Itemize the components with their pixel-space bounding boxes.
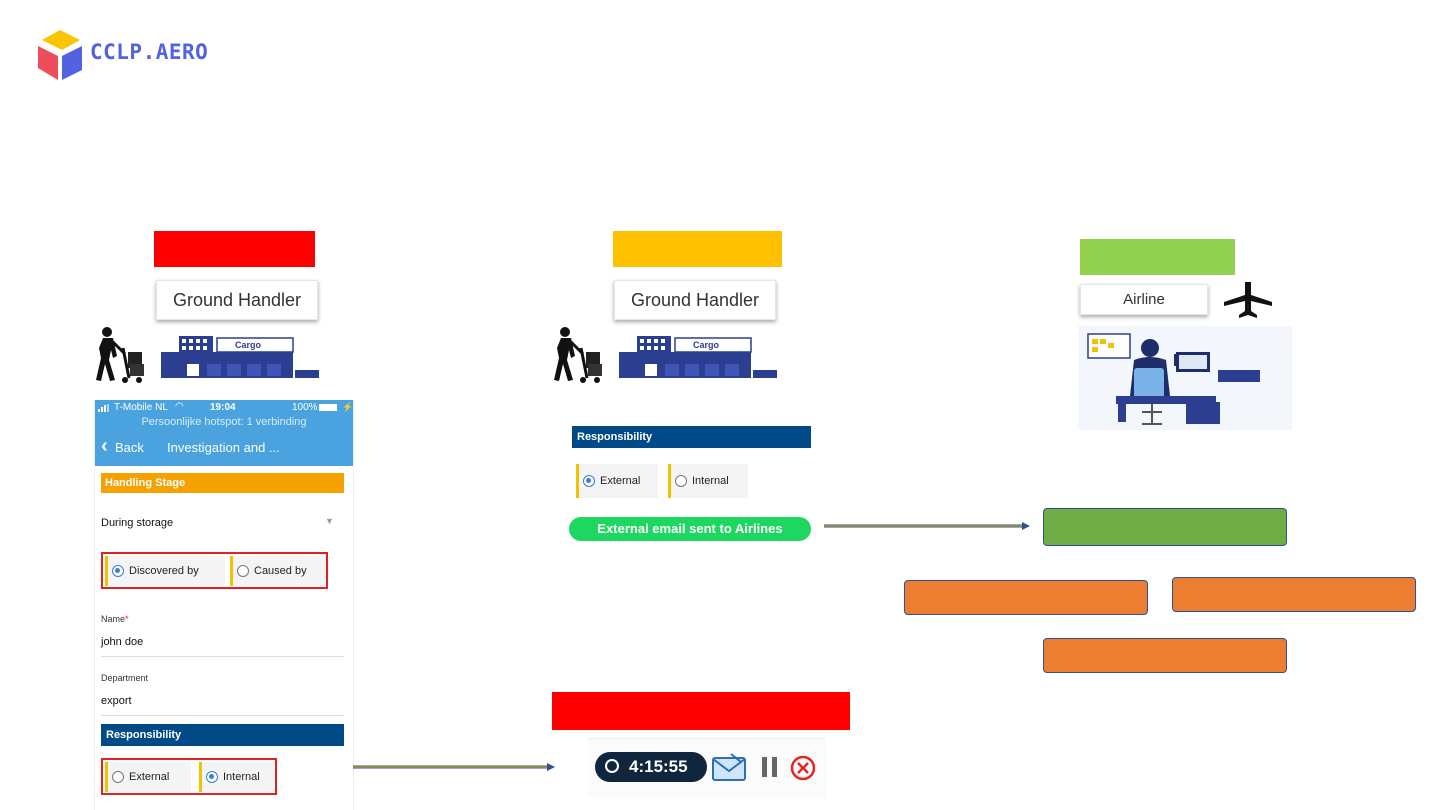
orange-process-box: [1172, 577, 1416, 612]
phone-navbar: ‹ Back Investigation and ...: [95, 430, 353, 466]
handling-stage-value[interactable]: During storage: [101, 517, 174, 529]
internal-option[interactable]: Internal: [199, 762, 274, 792]
logo-text: CCLP.AERO: [90, 40, 209, 64]
countdown-timer: 4:15:55: [595, 752, 707, 782]
middle-responsibility-header: Responsibility: [572, 426, 811, 448]
orange-process-box: [904, 580, 1148, 615]
logo-cube-icon: [38, 30, 82, 80]
screen-title: Investigation and ...: [167, 440, 280, 455]
internal-label: Internal: [223, 771, 260, 783]
radio-unselected-icon: [675, 475, 687, 487]
external-option[interactable]: External: [105, 762, 191, 792]
airline-label: Airline: [1080, 284, 1208, 315]
battery-icon: [319, 404, 337, 411]
clock-time: 19:04: [210, 402, 236, 413]
orange-process-box: [1043, 638, 1287, 673]
middle-external-label: External: [600, 475, 641, 487]
dropdown-arrow-icon[interactable]: ▼: [325, 516, 334, 526]
cargo-building-icon-middle: Cargo: [619, 336, 777, 378]
department-value[interactable]: export: [101, 695, 132, 707]
airplane-icon: [1224, 282, 1272, 318]
battery-percent: 100%: [292, 402, 318, 413]
ground-handler-label-left: Ground Handler: [156, 280, 318, 320]
clock-icon: [605, 759, 619, 773]
email-sent-badge: External email sent to Airlines: [569, 517, 811, 541]
status-bar-green: [1080, 239, 1235, 275]
chevron-left-icon[interactable]: ‹: [101, 435, 108, 457]
radio-selected-icon: [206, 771, 218, 783]
envelope-icon[interactable]: [711, 752, 747, 782]
department-label: Department: [101, 673, 149, 683]
mobile-app-screenshot: T-Mobile NL ◠ 19:04 100% ⚡ Persoonlijke …: [94, 400, 354, 810]
status-bar-red: [154, 231, 315, 267]
arrow-right-icon: [353, 763, 555, 771]
discovered-by-option[interactable]: Discovered by: [105, 556, 225, 586]
name-label: Name*: [101, 614, 129, 624]
svg-text:Cargo: Cargo: [235, 340, 262, 350]
discovered-by-label: Discovered by: [129, 565, 199, 577]
arrow-right-icon: [824, 522, 1030, 530]
office-worker-icon: [1078, 326, 1292, 430]
responsibility-header: Responsibility: [101, 724, 344, 746]
hotspot-text: Persoonlijke hotspot: 1 verbinding: [141, 416, 307, 428]
external-label: External: [129, 771, 170, 783]
radio-selected-icon: [112, 565, 124, 577]
back-button[interactable]: Back: [115, 440, 144, 455]
middle-external-option[interactable]: External: [576, 464, 658, 498]
middle-internal-option[interactable]: Internal: [668, 464, 748, 498]
timer-value: 4:15:55: [629, 757, 688, 776]
status-bar-red-bottom: [552, 692, 850, 730]
wifi-icon: ◠: [175, 401, 184, 412]
phone-status-bar: T-Mobile NL ◠ 19:04 100% ⚡ Persoonlijke …: [95, 400, 353, 430]
caused-by-option[interactable]: Caused by: [230, 556, 325, 586]
ground-handler-label-middle: Ground Handler: [614, 280, 776, 320]
charging-icon: ⚡: [342, 402, 354, 412]
porter-icon: [96, 327, 144, 383]
name-value[interactable]: john doe: [101, 636, 144, 648]
divider: [101, 715, 344, 716]
radio-unselected-icon: [237, 565, 249, 577]
svg-text:Cargo: Cargo: [693, 340, 720, 350]
handling-stage-header: Handling Stage: [101, 473, 344, 493]
cargo-building-icon: Cargo: [161, 336, 319, 378]
signal-icon: [98, 404, 109, 412]
caused-by-label: Caused by: [254, 565, 307, 577]
pause-icon[interactable]: [760, 755, 780, 779]
radio-unselected-icon: [112, 771, 124, 783]
discovered-caused-frame: [101, 552, 328, 589]
green-process-box: [1043, 508, 1287, 546]
porter-icon-middle: [554, 327, 602, 383]
status-bar-amber: [613, 231, 782, 267]
divider: [101, 656, 344, 657]
close-icon[interactable]: [789, 754, 817, 782]
required-marker: *: [125, 614, 129, 624]
radio-selected-icon: [583, 475, 595, 487]
carrier-name: T-Mobile NL: [114, 402, 168, 413]
middle-internal-label: Internal: [692, 475, 729, 487]
responsibility-frame: [101, 758, 277, 795]
